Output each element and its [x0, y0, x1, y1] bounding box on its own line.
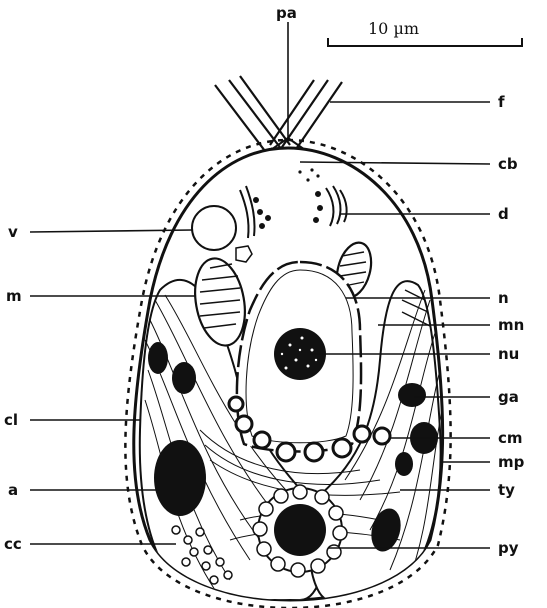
starch-grain-large: [154, 440, 206, 516]
globule-left-1: [172, 362, 196, 394]
label-py: py: [498, 539, 519, 557]
label-cl: cl: [4, 411, 18, 429]
label-cm: cm: [498, 429, 523, 447]
label-mp: mp: [498, 453, 525, 471]
label-cb: cb: [498, 155, 518, 173]
label-v: v: [8, 223, 18, 241]
label-n: n: [498, 289, 509, 307]
label-pa: pa: [276, 4, 297, 22]
label-f: f: [498, 93, 505, 111]
label-m: m: [6, 287, 22, 305]
globule-right-1: [398, 383, 426, 407]
label-d: d: [498, 205, 509, 223]
globule-right-3: [395, 452, 413, 476]
globule-left-2: [148, 342, 168, 374]
label-ga: ga: [498, 388, 519, 406]
label-a: a: [8, 481, 18, 499]
label-ty: ty: [498, 481, 515, 499]
vacuole: [192, 206, 236, 250]
scale-bar-label: 10 µm: [368, 19, 419, 38]
label-nu: nu: [498, 345, 519, 363]
label-cc: cc: [4, 535, 22, 553]
scale-bar: 10 µm: [328, 19, 522, 47]
label-mn: mn: [498, 316, 524, 334]
